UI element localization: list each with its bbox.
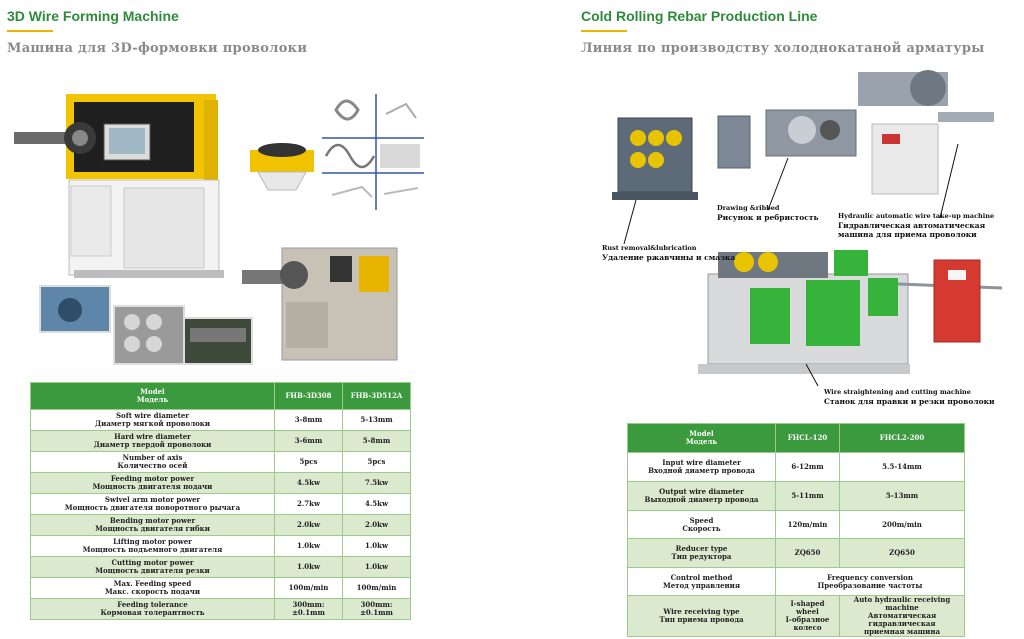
- right-title-en: Cold Rolling Rebar Production Line: [581, 8, 818, 24]
- machine-fhb-3d308-image: [14, 94, 224, 278]
- hydraulic-label: Hydraulic automatic wire take-up machine…: [838, 212, 995, 239]
- left-title-underline: [7, 30, 53, 32]
- machine-fhb-3d512a-image: [242, 247, 398, 361]
- straightening-cutting-machine-image: [698, 250, 1002, 374]
- detail-photos-image: [39, 285, 253, 365]
- model-col1-header: FHCL-120: [775, 423, 840, 453]
- rust-removal-machine-image: [612, 117, 698, 200]
- wire-forming-machine-photos: [14, 94, 424, 365]
- model-header-cell: Model Модель: [627, 423, 776, 453]
- rust-removal-label: Rust removal&lubrication Удаление ржавчи…: [602, 244, 736, 262]
- hydraulic-take-up-machine-image: [858, 70, 994, 195]
- right-title-ru: Линия по производству холоднокатаной арм…: [581, 41, 985, 56]
- model-col1-header: FHB-3D308: [274, 382, 343, 410]
- right-spec-table: Model Модель FHCL-120 FHCL2-200 Input wi…: [627, 423, 965, 637]
- small-forming-machine-image: [250, 143, 314, 191]
- left-spec-table: Model Модель FHB-3D308 FHB-3D512A Soft w…: [30, 382, 411, 620]
- table-header-row: Model Модель FHCL-120 FHCL2-200: [627, 423, 965, 453]
- right-title-underline: [581, 30, 627, 32]
- model-col2-header: FHCL2-200: [839, 423, 965, 453]
- callout-lines: [623, 143, 959, 387]
- table-header-row: Model Модель FHB-3D308 FHB-3D512A: [30, 382, 411, 410]
- left-title-ru: Машина для 3D-формовки проволоки: [7, 41, 308, 56]
- drawing-label: Drawing &ribbed Рисунок и ребристость: [717, 204, 819, 222]
- rebar-production-line-photos: [612, 70, 1002, 387]
- straightening-label: Wire straightening and cutting machine С…: [824, 388, 995, 406]
- wire-samples-image: [322, 94, 424, 210]
- model-header-cell: Model Модель: [30, 382, 275, 410]
- model-col2-header: FHB-3D512A: [342, 382, 411, 410]
- left-title-en: 3D Wire Forming Machine: [7, 8, 179, 24]
- drawing-ribbed-machine-image: [717, 109, 857, 169]
